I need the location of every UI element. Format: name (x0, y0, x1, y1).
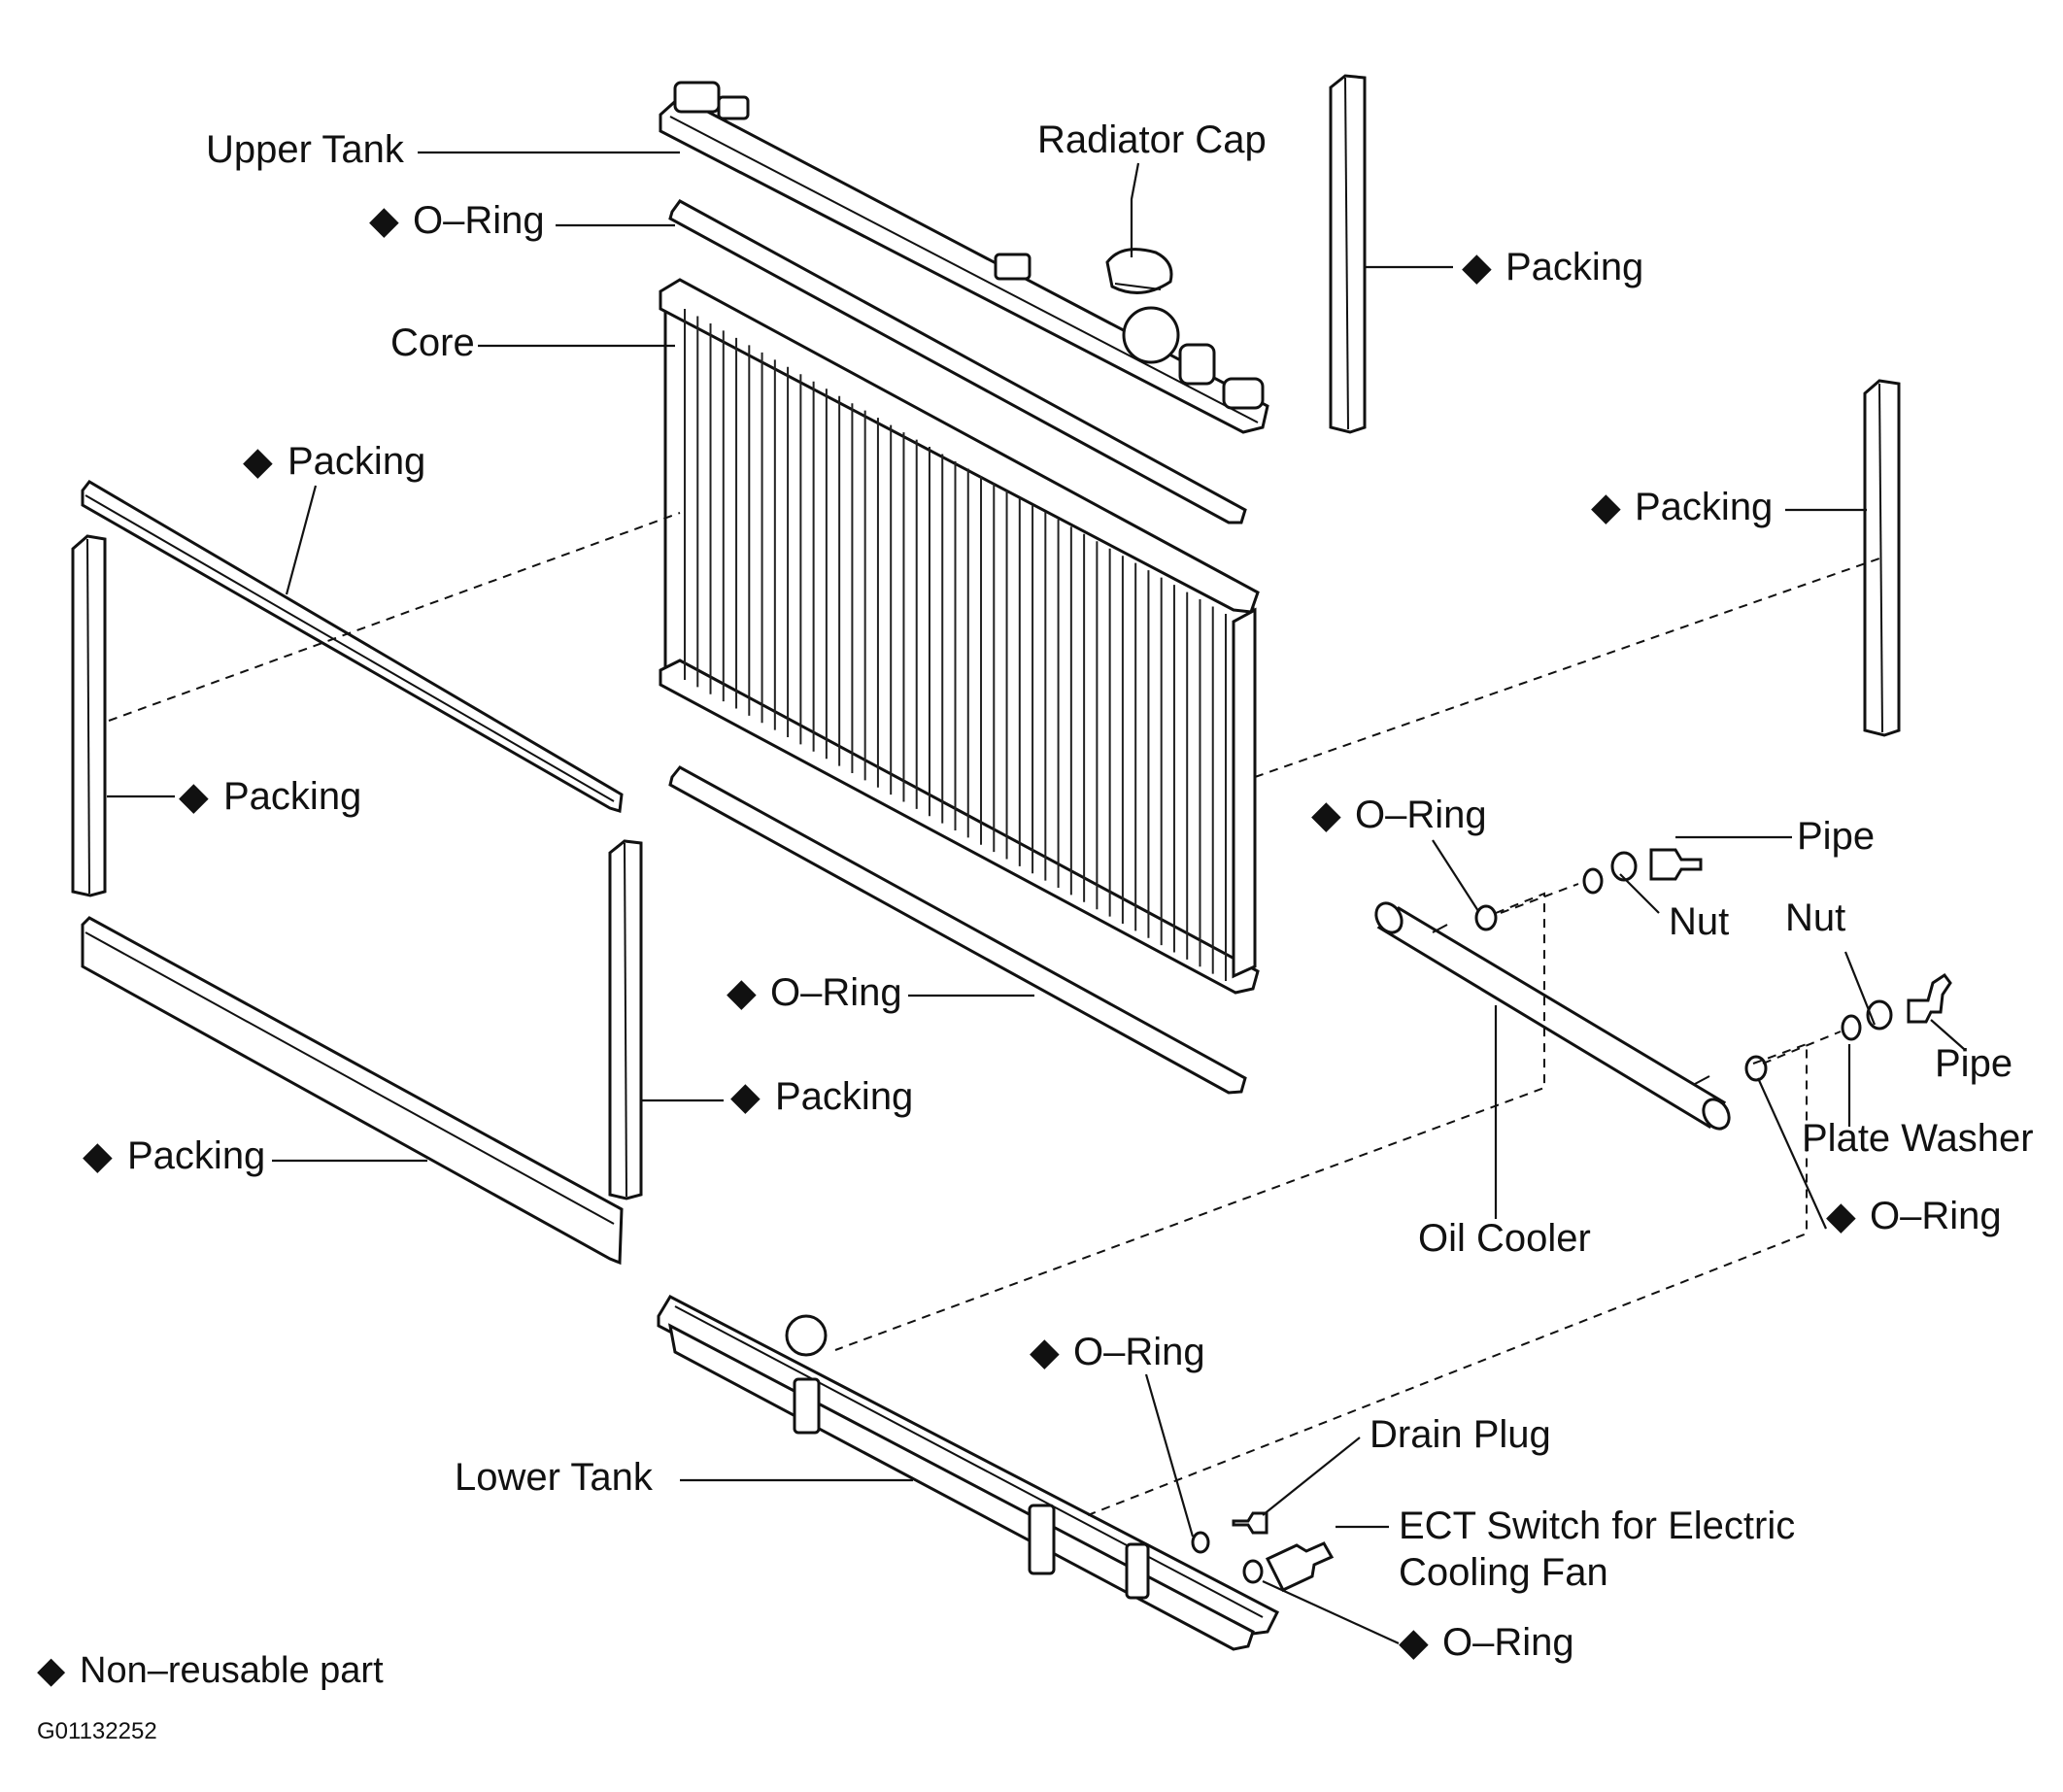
part-labels: Upper Tank Radiator Cap ◆ O–Ring ◆ Packi… (83, 118, 2034, 1664)
radiator-cap (1105, 248, 1173, 294)
non-reusable-marker-icon: ◆ (1311, 794, 1341, 836)
label-o-ring-lower: ◆ O–Ring (727, 971, 902, 1014)
o-ring-upper (668, 199, 1247, 524)
packing-upper-left (81, 480, 624, 813)
label-packing-right-lower: ◆ Packing (730, 1075, 913, 1118)
svg-text:O–Ring: O–Ring (413, 199, 545, 242)
non-reusable-marker-icon: ◆ (730, 1075, 761, 1118)
non-reusable-marker-icon: ◆ (1826, 1195, 1856, 1237)
label-o-ring-upper: ◆ O–Ring (369, 199, 545, 242)
packing-upper-right (1329, 74, 1367, 434)
o-ring-ect-part (1242, 1559, 1264, 1584)
label-pipe-upper: Pipe (1797, 815, 1875, 858)
svg-text:O–Ring: O–Ring (1355, 794, 1487, 836)
non-reusable-marker-icon: ◆ (37, 1650, 66, 1691)
packing-left-side (71, 534, 107, 897)
label-ect-switch: ECT Switch for Electric Cooling Fan (1399, 1505, 1795, 1594)
label-pipe-lower: Pipe (1935, 1042, 2012, 1085)
non-reusable-marker-icon: ◆ (243, 440, 273, 483)
oil-cooler-fittings (1474, 848, 1952, 1082)
svg-text:Packing: Packing (223, 775, 361, 818)
non-reusable-marker-icon: ◆ (1462, 246, 1492, 288)
label-plate-washer: Plate Washer (1802, 1117, 2034, 1160)
packing-right (1863, 379, 1901, 737)
label-packing-left-side: ◆ Packing (179, 775, 361, 818)
lower-tank (657, 1295, 1280, 1651)
o-ring-drain-part (1191, 1531, 1210, 1554)
label-packing-upper-right: ◆ Packing (1462, 246, 1643, 288)
oil-cooler (1374, 901, 1731, 1131)
legend: ◆ Non–reusable part (37, 1650, 384, 1691)
label-drain-plug: Drain Plug (1370, 1413, 1551, 1456)
label-packing-right: ◆ Packing (1591, 486, 1773, 528)
radiator-core (659, 278, 1260, 995)
svg-text:O–Ring: O–Ring (1442, 1621, 1574, 1664)
label-o-ring-plate: ◆ O–Ring (1826, 1195, 2002, 1237)
non-reusable-marker-icon: ◆ (83, 1134, 113, 1177)
label-nut-2: Nut (1785, 896, 1845, 939)
drain-plug (1232, 1511, 1268, 1535)
packing-middle-vertical (608, 839, 643, 1200)
label-core: Core (390, 321, 475, 364)
leader-lines (107, 151, 1965, 1645)
upper-tank (659, 81, 1269, 434)
label-radiator-cap: Radiator Cap (1037, 118, 1267, 161)
non-reusable-marker-icon: ◆ (727, 971, 757, 1014)
non-reusable-marker-icon: ◆ (1030, 1331, 1060, 1373)
svg-text:Packing: Packing (127, 1134, 265, 1177)
svg-text:Packing: Packing (287, 440, 425, 483)
label-o-ring-oil-cooler: ◆ O–Ring (1311, 794, 1487, 836)
non-reusable-marker-icon: ◆ (179, 775, 209, 818)
figure-code: G01132252 (37, 1718, 157, 1744)
non-reusable-marker-icon: ◆ (1399, 1621, 1429, 1664)
svg-text:O–Ring: O–Ring (770, 971, 902, 1014)
svg-text:Packing: Packing (1505, 246, 1643, 288)
alignment-lines (108, 512, 1880, 1516)
o-ring-lower (668, 765, 1247, 1095)
label-oil-cooler: Oil Cooler (1418, 1217, 1591, 1260)
svg-text:O–Ring: O–Ring (1073, 1331, 1205, 1373)
legend-text: Non–reusable part (80, 1650, 384, 1691)
svg-text:Packing: Packing (775, 1075, 913, 1118)
packing-bottom-left (81, 916, 624, 1266)
label-upper-tank: Upper Tank (206, 128, 405, 171)
non-reusable-marker-icon: ◆ (369, 199, 399, 242)
label-lower-tank: Lower Tank (455, 1456, 654, 1499)
label-nut-1: Nut (1669, 900, 1729, 943)
ect-switch (1265, 1541, 1335, 1592)
label-packing-bottom-left: ◆ Packing (83, 1134, 265, 1177)
label-o-ring-ect: ◆ O–Ring (1399, 1621, 1574, 1664)
svg-text:O–Ring: O–Ring (1870, 1195, 2002, 1237)
label-packing-upper-left: ◆ Packing (243, 440, 425, 483)
svg-text:Cooling Fan: Cooling Fan (1399, 1551, 1608, 1594)
non-reusable-marker-icon: ◆ (1591, 486, 1621, 528)
svg-text:Packing: Packing (1635, 486, 1773, 528)
label-o-ring-drain: ◆ O–Ring (1030, 1331, 1205, 1373)
svg-text:ECT Switch for Electric: ECT Switch for Electric (1399, 1505, 1795, 1547)
